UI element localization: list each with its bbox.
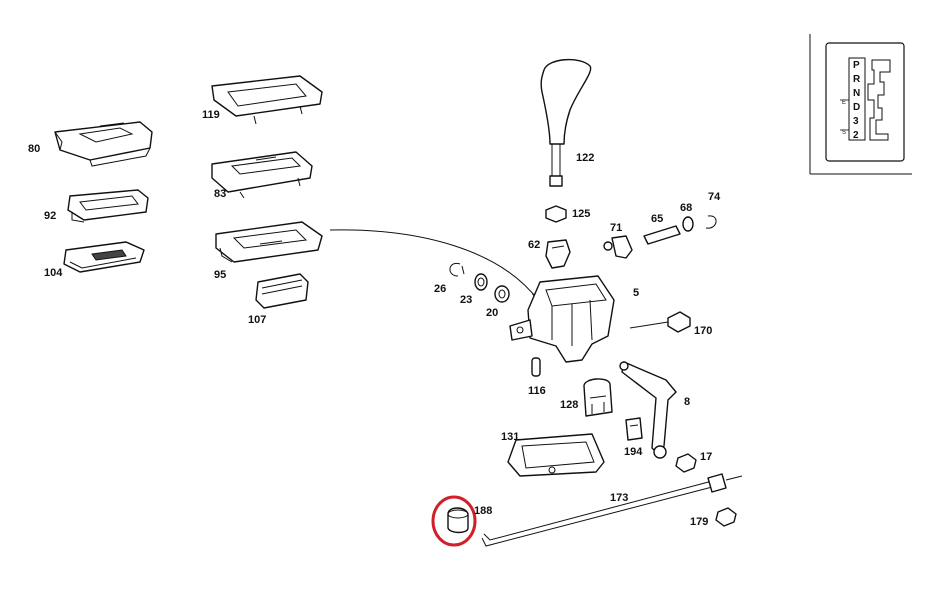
part-74-clip <box>705 215 717 229</box>
label-74: 74 <box>708 191 721 203</box>
label-95: 95 <box>214 269 226 281</box>
label-179: 179 <box>690 516 708 528</box>
part-17-nut <box>675 453 697 473</box>
part-labels: 80 92 104 119 83 95 107 122 125 62 71 65… <box>28 109 721 528</box>
assembly-arrow <box>329 229 539 301</box>
part-131-seal <box>507 433 605 477</box>
label-107: 107 <box>248 314 266 326</box>
gate-pos-D: D <box>853 102 860 113</box>
label-68: 68 <box>680 202 692 214</box>
part-5-shifter-housing <box>509 275 615 363</box>
gate-mark-S: S <box>842 130 846 136</box>
label-131: 131 <box>501 431 519 443</box>
part-188-bushing <box>447 507 469 534</box>
label-173: 173 <box>610 492 628 504</box>
label-104: 104 <box>44 267 63 279</box>
part-179-nut <box>715 507 737 527</box>
label-116: 116 <box>528 385 546 397</box>
label-62: 62 <box>528 239 540 251</box>
part-173-shift-rod <box>481 473 743 547</box>
label-122: 122 <box>576 152 594 164</box>
label-23: 23 <box>460 294 472 306</box>
label-71: 71 <box>610 222 622 234</box>
part-104-tray <box>63 241 145 273</box>
label-8: 8 <box>684 396 690 408</box>
part-68-washer <box>682 216 694 232</box>
label-194: 194 <box>624 446 643 458</box>
part-80-console-trim <box>54 121 153 167</box>
part-20-bushing <box>494 285 510 303</box>
part-116-pin <box>531 357 541 377</box>
gate-pos-N: N <box>853 88 860 99</box>
part-23-bushing <box>474 273 488 291</box>
part-170-bolt <box>629 311 691 333</box>
gate-pos-R: R <box>853 74 861 85</box>
label-83: 83 <box>214 188 226 200</box>
label-92: 92 <box>44 210 56 222</box>
part-95-base-frame <box>215 221 323 263</box>
label-20: 20 <box>486 307 498 319</box>
shift-gate-labels: P R N D 3 2 E S <box>842 60 861 141</box>
part-122-shift-knob <box>540 59 592 187</box>
part-8-selector-lever <box>619 361 677 459</box>
part-194-clip <box>625 417 643 441</box>
part-26-circlip <box>449 262 465 277</box>
part-83-cover <box>211 151 313 199</box>
part-71-solenoid <box>603 235 633 259</box>
label-80: 80 <box>28 143 40 155</box>
label-128: 128 <box>560 399 578 411</box>
highlight-ring <box>431 495 477 547</box>
part-128-guide <box>583 378 613 417</box>
part-65-pin <box>643 225 681 245</box>
gate-pos-2: 2 <box>853 130 859 141</box>
part-119-frame <box>211 75 323 125</box>
shift-gate-inset <box>809 34 912 175</box>
label-119: 119 <box>202 109 220 121</box>
label-170: 170 <box>694 325 712 337</box>
label-65: 65 <box>651 213 663 225</box>
part-107-boot <box>255 273 309 309</box>
part-92-switch-panel <box>67 189 149 223</box>
label-5: 5 <box>633 287 639 299</box>
gate-mark-E: E <box>842 100 846 106</box>
label-188: 188 <box>474 505 492 517</box>
part-62-lock-piece <box>545 239 571 269</box>
label-125: 125 <box>572 208 590 220</box>
gate-pos-P: P <box>853 60 860 71</box>
gate-pos-3: 3 <box>853 116 859 127</box>
label-17: 17 <box>700 451 712 463</box>
part-125-nut <box>545 205 567 223</box>
label-26: 26 <box>434 283 446 295</box>
